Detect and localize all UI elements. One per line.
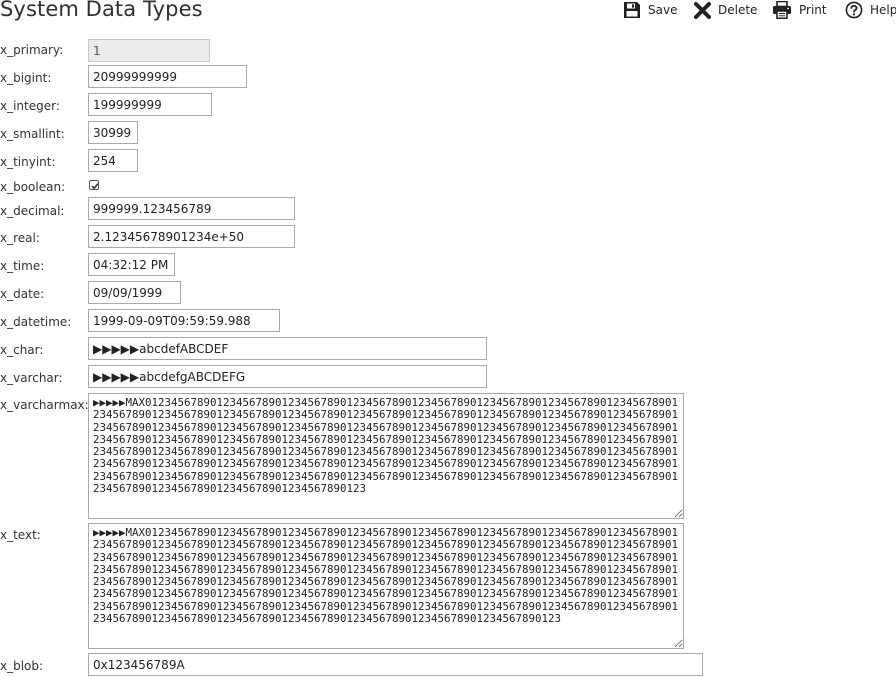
page-title: System Data Types <box>0 0 203 21</box>
x-varcharmax-label: x_varcharmax: <box>0 398 89 412</box>
help-button[interactable]: Help <box>845 0 896 20</box>
x-char-field[interactable] <box>88 337 487 360</box>
checkmark-icon <box>91 183 99 190</box>
x-text-textarea[interactable]: ▶▶▶▶▶MAX01234567890123456789012345678901… <box>88 523 684 649</box>
x-primary-label: x_primary: <box>0 43 64 57</box>
x-integer-label: x_integer: <box>0 99 60 113</box>
x-smallint-field[interactable] <box>88 121 138 144</box>
save-button[interactable]: Save <box>623 0 677 20</box>
print-label: Print <box>799 3 827 17</box>
x-decimal-label: x_decimal: <box>0 204 65 218</box>
x-tinyint-field[interactable] <box>88 149 138 172</box>
x-primary-field <box>88 39 210 62</box>
x-decimal-field[interactable] <box>88 197 295 220</box>
x-smallint-label: x_smallint: <box>0 127 65 141</box>
x-time-field[interactable] <box>88 253 175 276</box>
x-datetime-label: x_datetime: <box>0 315 72 329</box>
floppy-disk-icon <box>623 1 641 19</box>
x-blob-field[interactable] <box>88 653 703 676</box>
x-bigint-label: x_bigint: <box>0 71 52 85</box>
delete-label: Delete <box>718 3 758 17</box>
close-x-icon <box>694 1 711 19</box>
help-label: Help <box>870 3 896 17</box>
x-varchar-field[interactable] <box>88 365 487 388</box>
question-circle-icon <box>845 1 863 19</box>
x-time-label: x_time: <box>0 259 45 273</box>
x-integer-field[interactable] <box>88 93 212 116</box>
x-varchar-label: x_varchar: <box>0 371 63 385</box>
x-real-label: x_real: <box>0 231 40 245</box>
x-text-label: x_text: <box>0 528 41 542</box>
x-char-label: x_char: <box>0 343 44 357</box>
x-real-field[interactable] <box>88 225 295 248</box>
x-boolean-checkbox[interactable] <box>89 180 99 190</box>
x-date-label: x_date: <box>0 287 45 301</box>
x-bigint-field[interactable] <box>88 65 247 88</box>
x-varcharmax-textarea[interactable]: ▶▶▶▶▶MAX01234567890123456789012345678901… <box>88 393 684 519</box>
printer-icon <box>772 1 792 19</box>
x-blob-label: x_blob: <box>0 659 44 673</box>
save-label: Save <box>648 3 678 17</box>
delete-button[interactable]: Delete <box>694 0 757 20</box>
x-datetime-field[interactable] <box>88 309 280 332</box>
x-date-field[interactable] <box>88 281 181 304</box>
x-tinyint-label: x_tinyint: <box>0 155 56 169</box>
x-boolean-label: x_boolean: <box>0 180 66 194</box>
print-button[interactable]: Print <box>772 0 827 20</box>
